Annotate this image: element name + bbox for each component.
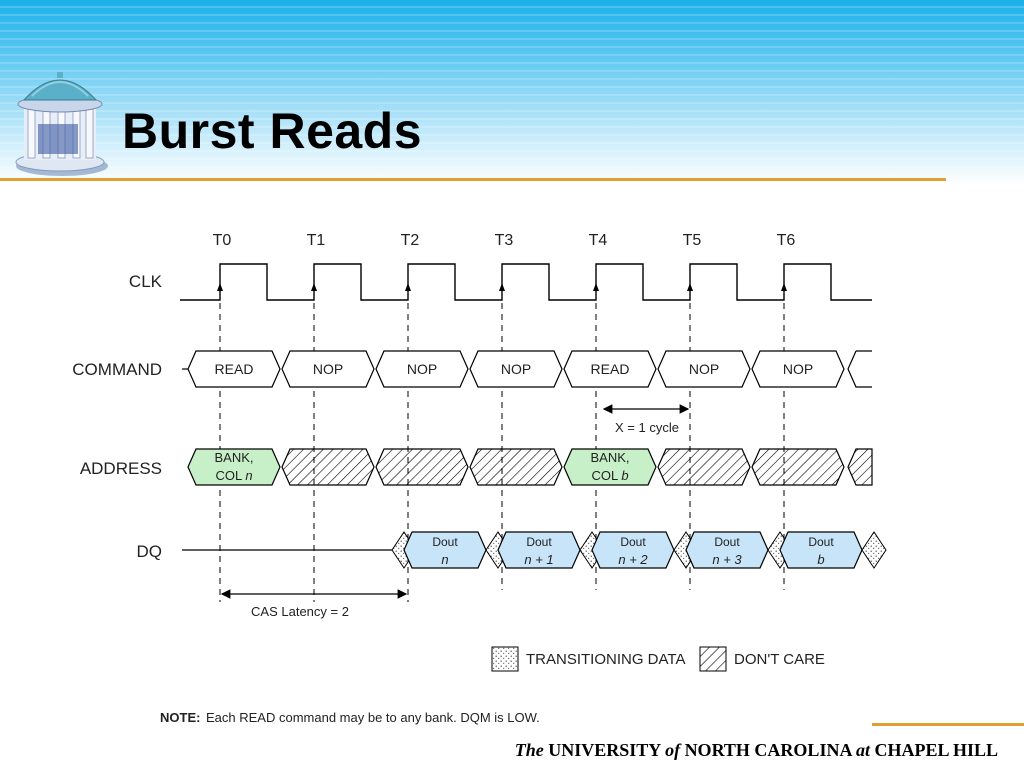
- legend-swatch-dontcare: [699, 646, 727, 672]
- command-cell: [375, 350, 469, 388]
- footer-place: CHAPEL HILL: [874, 740, 998, 760]
- address-label: COL b: [591, 468, 628, 483]
- clock-label-t0: T0: [213, 232, 232, 249]
- clock-label-t6: T6: [777, 232, 796, 249]
- clock-label-t3: T3: [495, 232, 514, 249]
- signal-label-clk: CLK: [129, 272, 163, 291]
- address-dontcare-cell: [281, 448, 375, 486]
- header-band: [0, 0, 1024, 185]
- dq-label: n + 3: [712, 552, 742, 567]
- address-label: BANK,: [590, 450, 629, 465]
- dq-label: Dout: [432, 535, 458, 549]
- clock-edge-arrow: [405, 283, 411, 291]
- footer-rule: [872, 723, 1024, 726]
- footer-university-word: UNIVERSITY: [548, 740, 661, 760]
- clock-edge-arrow: [217, 283, 223, 291]
- dq-label: n + 1: [524, 552, 553, 567]
- command-label: NOP: [689, 361, 719, 377]
- legend-label-dontcare: DON'T CARE: [734, 651, 825, 668]
- address-dontcare-cell: [469, 448, 563, 486]
- note-text: Each READ command may be to any bank. DQ…: [206, 710, 540, 725]
- transitioning-region: [861, 531, 887, 569]
- legend-label-transitioning: TRANSITIONING DATA: [526, 651, 685, 668]
- clock-edge-arrow: [311, 283, 317, 291]
- command-label: NOP: [407, 361, 437, 377]
- signal-label-command: COMMAND: [72, 360, 162, 379]
- command-cell: [281, 350, 375, 388]
- command-cell: [469, 350, 563, 388]
- footer-of: of: [665, 740, 681, 760]
- slide-title: Burst Reads: [122, 103, 423, 159]
- clock-label-t4: T4: [589, 232, 608, 249]
- command-label: READ: [215, 361, 254, 377]
- command-label: NOP: [313, 361, 343, 377]
- command-label: NOP: [501, 361, 531, 377]
- dq-label: Dout: [714, 535, 740, 549]
- address-dontcare-cell: [847, 448, 873, 486]
- legend-swatch-transitioning: [491, 646, 519, 672]
- dq-label: Dout: [620, 535, 646, 549]
- x-cycle-label: X = 1 cycle: [615, 420, 679, 435]
- signal-label-dq: DQ: [137, 542, 163, 561]
- title-rule: [0, 178, 946, 181]
- dq-label: Dout: [526, 535, 552, 549]
- address-label: BANK,: [214, 450, 253, 465]
- footer-the: The: [514, 740, 544, 760]
- command-cell: [751, 350, 845, 388]
- dq-data-cell: [685, 531, 769, 569]
- clock-edge-arrow: [687, 283, 693, 291]
- command-label: READ: [591, 361, 630, 377]
- clock-edge-arrow: [499, 283, 505, 291]
- clock-label-t2: T2: [401, 232, 420, 249]
- address-valid-cell: [563, 448, 657, 486]
- address-dontcare-cell: [375, 448, 469, 486]
- signal-label-address: ADDRESS: [80, 459, 162, 478]
- clock-label-t5: T5: [683, 232, 702, 249]
- clock-edge-arrow: [781, 283, 787, 291]
- clock-label-t1: T1: [307, 232, 326, 249]
- address-dontcare-cell: [657, 448, 751, 486]
- clock-edge-arrow: [593, 283, 599, 291]
- dq-data-cell: [591, 531, 675, 569]
- command-cell: [187, 350, 281, 388]
- clock-waveform: [180, 263, 872, 301]
- dq-data-cell: [497, 531, 581, 569]
- address-dontcare-cell: [751, 448, 845, 486]
- cas-latency-label: CAS Latency = 2: [251, 604, 349, 619]
- command-label: NOP: [783, 361, 813, 377]
- dq-label: n: [441, 552, 448, 567]
- note-label: NOTE:: [160, 710, 200, 725]
- dq-label: b: [817, 552, 824, 567]
- footer-state: NORTH CAROLINA: [684, 740, 852, 760]
- dq-label: n + 2: [618, 552, 648, 567]
- command-cell: [657, 350, 751, 388]
- footer-at: at: [855, 740, 870, 760]
- footer-university: The UNIVERSITY of NORTH CAROLINA at CHAP…: [515, 740, 998, 761]
- address-label: COL n: [215, 468, 252, 483]
- command-cell: [563, 350, 657, 388]
- dq-data-cell: [403, 531, 487, 569]
- old-well-logo: [15, 72, 108, 176]
- dq-data-cell: [779, 531, 863, 569]
- dq-label: Dout: [808, 535, 834, 549]
- address-valid-cell: [187, 448, 281, 486]
